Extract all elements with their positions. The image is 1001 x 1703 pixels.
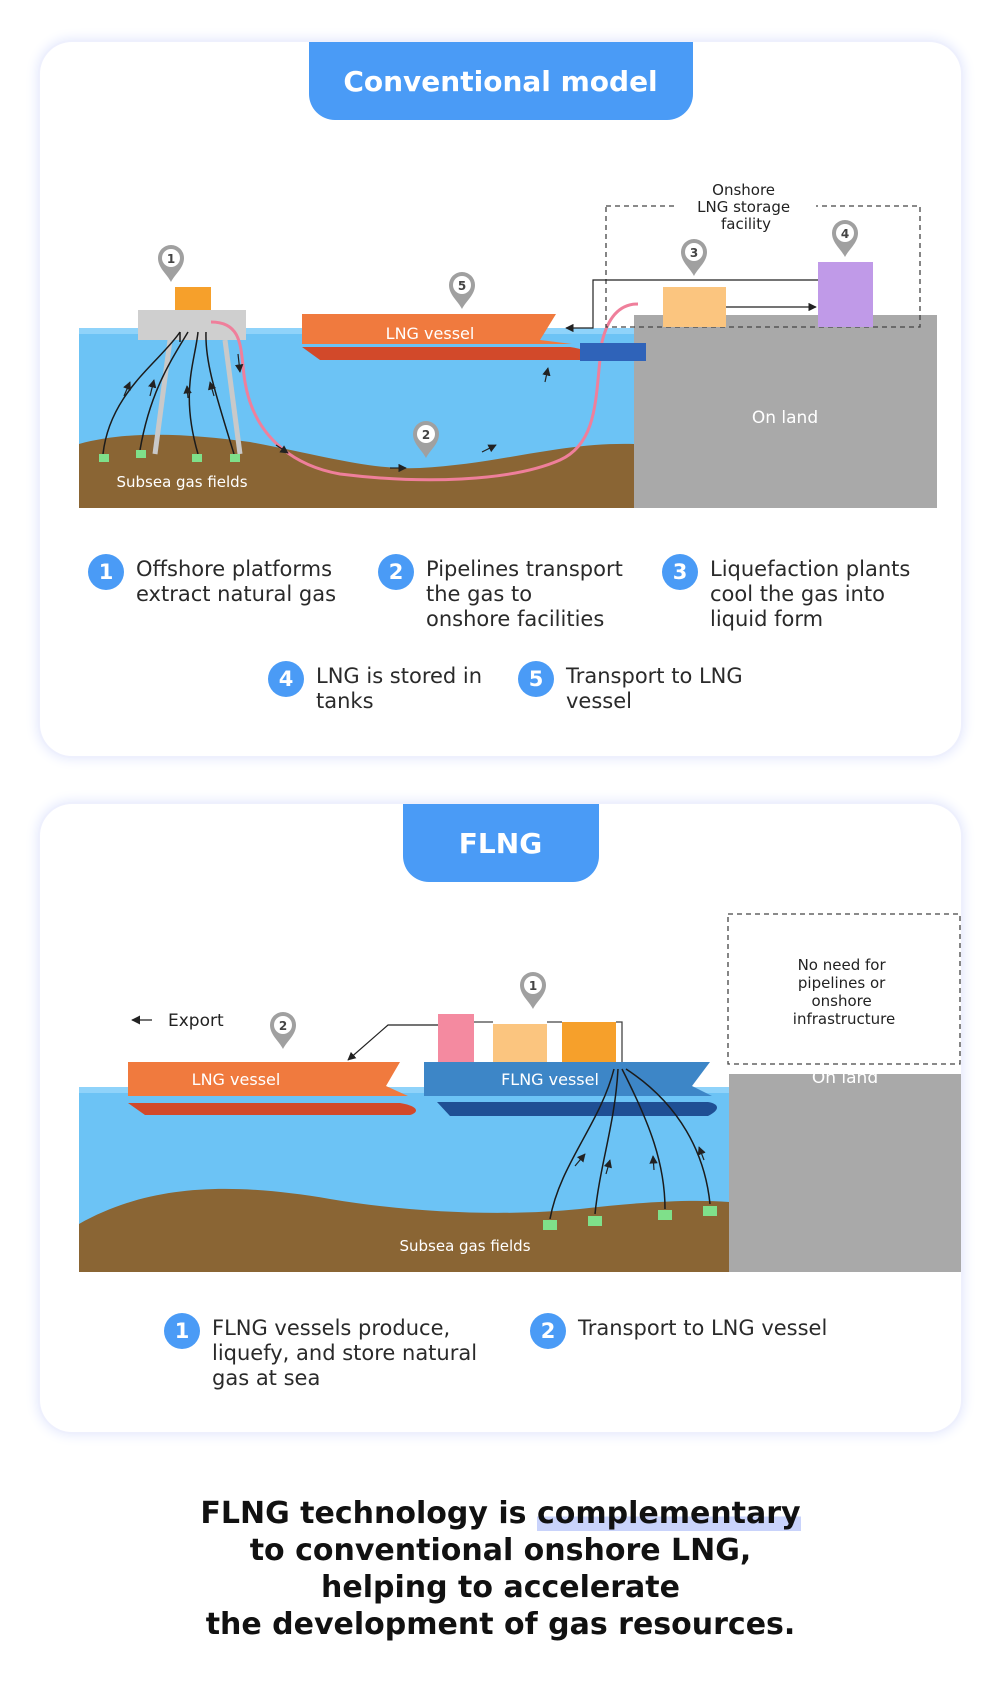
step-3: 3 Liquefaction plants cool the gas into … (662, 554, 911, 632)
step-number: 1 (88, 554, 124, 590)
footer-line-4: the development of gas resources. (205, 1607, 796, 1642)
wellheads (543, 1206, 717, 1230)
no-need-label: No need for pipelines or onshore infrast… (793, 956, 895, 1028)
highlight-word: complementary (536, 1496, 801, 1531)
flng-title: FLNG (402, 804, 599, 882)
step-number: 2 (378, 554, 414, 590)
marker-2: 2 (413, 421, 439, 458)
marker-1: 1 (520, 972, 546, 1009)
step-text: LNG is stored in tanks (316, 664, 483, 713)
subsea-label: Subsea gas fields (116, 473, 247, 491)
footer-line-1: FLNG technology is complementary (200, 1496, 801, 1531)
step-5: 5 Transport to LNG vessel (518, 661, 743, 714)
step-2: 2 Pipelines transport the gas to onshore… (378, 554, 623, 632)
svg-text:1: 1 (167, 252, 175, 266)
export-label: Export (168, 1011, 224, 1031)
on-land-label: On land (752, 408, 818, 428)
lng-vessel: LNG vessel (302, 314, 590, 360)
svg-text:1: 1 (529, 979, 537, 993)
step-number: 2 (530, 1313, 566, 1349)
storage-tank (818, 262, 873, 327)
step-number: 1 (164, 1313, 200, 1349)
lng-vessel-label: LNG vessel (192, 1070, 281, 1089)
step-number: 5 (518, 661, 554, 697)
land-block (634, 315, 937, 508)
storage-facility-label: Onshore LNG storage facility (697, 181, 795, 233)
step-2: 2 Transport to LNG vessel (530, 1313, 828, 1349)
seabed (79, 434, 634, 508)
lng-vessel-label: LNG vessel (386, 324, 475, 343)
step-number: 4 (268, 661, 304, 697)
svg-text:2: 2 (279, 1019, 287, 1033)
svg-text:3: 3 (690, 246, 698, 260)
flng-vessel-label: FLNG vessel (501, 1070, 599, 1089)
loading-jetty (580, 343, 646, 361)
no-need-box (727, 913, 961, 1065)
step-number: 3 (662, 554, 698, 590)
step-text: Pipelines transport the gas to onshore f… (426, 557, 623, 631)
step-text: Offshore platforms extract natural gas (136, 557, 337, 606)
step-1: 1 FLNG vessels produce, liquefy, and sto… (164, 1313, 478, 1391)
marker-3: 3 (681, 239, 707, 276)
wellheads (99, 450, 240, 462)
step-text: Transport to LNG vessel (566, 664, 743, 713)
marker-2: 2 (270, 1012, 296, 1049)
step-4: 4 LNG is stored in tanks (268, 661, 483, 714)
svg-text:2: 2 (422, 428, 430, 442)
liquefaction-plant (663, 287, 726, 327)
step-text: Liquefaction plants cool the gas into li… (710, 557, 911, 631)
conventional-title: Conventional model (308, 42, 693, 120)
marker-1: 1 (158, 245, 184, 282)
land-block (729, 1074, 961, 1272)
step-1: 1 Offshore platforms extract natural gas (88, 554, 337, 607)
footer-line-2: to conventional onshore LNG, (249, 1533, 752, 1568)
lng-vessel: LNG vessel (128, 1062, 416, 1115)
well-lines (102, 331, 235, 455)
flng-card: FLNG No need for pipelines or onshore in… (40, 804, 961, 1432)
footer-statement: FLNG technology is complementary to conv… (0, 1495, 1001, 1643)
step-text: FLNG vessels produce, liquefy, and store… (212, 1316, 478, 1390)
step-text: Transport to LNG vessel (578, 1316, 828, 1340)
subsea-label: Subsea gas fields (399, 1237, 530, 1255)
marker-4: 4 (832, 220, 858, 257)
flng-diagram: No need for pipelines or onshore infrast… (79, 913, 961, 1272)
seabed (79, 1188, 729, 1272)
well-lines (549, 1068, 711, 1220)
footer-line-3: helping to accelerate (321, 1570, 680, 1605)
on-land-label: On land (812, 1068, 878, 1088)
svg-text:5: 5 (458, 279, 466, 293)
flng-vessel: FLNG vessel (424, 1014, 717, 1116)
svg-text:4: 4 (841, 227, 849, 241)
conventional-card: Conventional model (40, 42, 961, 756)
conventional-diagram: LNG vessel Onshore LNG storage facility … (79, 181, 937, 508)
marker-5: 5 (449, 272, 475, 309)
